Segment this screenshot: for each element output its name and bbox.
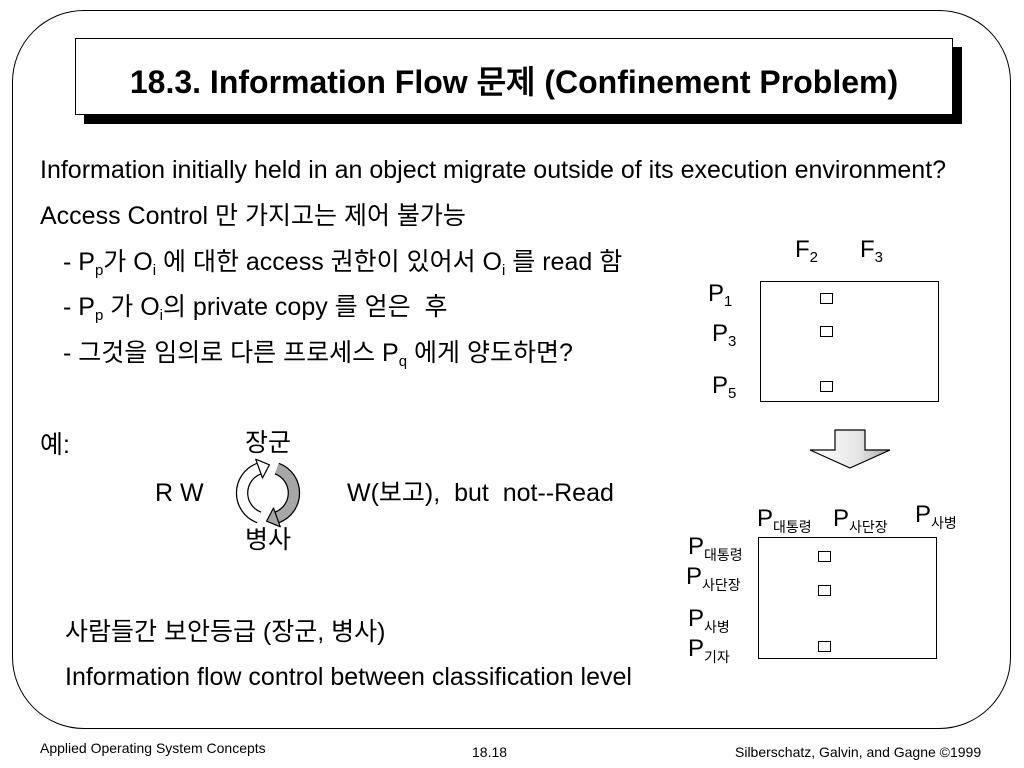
header-subscript: 3 <box>728 333 737 350</box>
step-text: 에 대한 access 권한이 있어서 O <box>156 248 502 276</box>
header-subscript: 2 <box>809 249 819 266</box>
security-levels-text: 사람들간 보안등급 (장군, 병사) <box>65 618 386 646</box>
down-arrow-icon <box>809 429 891 469</box>
header-subscript: 1 <box>724 293 733 310</box>
title-box: 18.3. Information Flow 문제 (Confinement P… <box>75 38 953 115</box>
matrix-column-header: P사병 <box>915 501 957 531</box>
matrix-row-header: P사단장 <box>686 563 741 593</box>
matrix-row-header: P기자 <box>688 635 730 665</box>
header-base: P <box>688 605 705 632</box>
footer-course: Applied Operating System Concepts <box>40 740 266 756</box>
header-subscript: 대통령 <box>773 519 812 535</box>
subscript: q <box>398 353 408 370</box>
header-base: P <box>688 533 705 560</box>
step-text: - P <box>63 293 95 321</box>
step-text: - 그것을 임의로 다른 프로세스 P <box>63 339 399 367</box>
right-rights-text: W(보고), but not--Read <box>347 479 614 507</box>
left-rights-label: R W <box>155 479 204 507</box>
cycle-arrow-left <box>235 458 271 524</box>
matrix-column-header: F3 <box>860 236 884 266</box>
matrix-row-header: P사병 <box>688 605 730 635</box>
cell-marker <box>818 585 831 596</box>
header-subscript: 5 <box>728 385 737 402</box>
cell-marker <box>820 381 833 392</box>
matrix-column-header: F2 <box>795 236 819 266</box>
header-base: P <box>686 563 703 590</box>
subscript: i <box>159 307 163 324</box>
cycle-arrows-icon <box>235 458 301 528</box>
subscript: i <box>152 262 157 279</box>
matrix-column-header: P대통령 <box>757 505 812 535</box>
header-subscript: 사단장 <box>702 577 741 593</box>
example-label-text: 예: <box>40 431 70 459</box>
footer-page-number: 18.18 <box>472 744 508 760</box>
access-control-text: Access Control 만 가지고는 제어 불가능 <box>40 202 466 230</box>
cell-marker <box>820 326 833 337</box>
header-base: P <box>915 501 932 528</box>
matrix-grid <box>758 537 937 659</box>
matrix-grid <box>760 281 939 402</box>
slide-title: 18.3. Information Flow 문제 (Confinement P… <box>129 64 899 100</box>
header-subscript: 사병 <box>931 515 957 531</box>
flow-control-text: Information flow control between classif… <box>65 663 632 691</box>
header-subscript: 사병 <box>704 619 730 635</box>
header-base: P <box>833 505 850 532</box>
step-text: 가 O <box>103 248 153 276</box>
header-subscript: 3 <box>874 249 884 266</box>
matrix-column-header: P사단장 <box>833 505 888 535</box>
header-subscript: 기자 <box>704 649 730 665</box>
cell-marker <box>818 641 831 652</box>
header-base: F <box>860 236 875 263</box>
right-rights-label: W(보고), but not--Read <box>347 479 614 507</box>
question-text: Information initially held in an object … <box>40 156 947 184</box>
step-text: - P <box>63 248 95 276</box>
step-transfer-line: - 그것을 임의로 다른 프로세스 Pq 에게 양도하면? <box>63 339 573 370</box>
step-copy-line: - Pp 가 Oi의 private copy 를 얻은 후 <box>63 293 448 324</box>
step-text: 를 read 함 <box>505 248 623 276</box>
matrix-row-header: P1 <box>708 280 733 310</box>
matrix-row-header: P5 <box>712 372 737 402</box>
cycle-arrow-right <box>265 462 301 528</box>
step-read-line: - Pp가 Oi 에 대한 access 권한이 있어서 Oi 를 read 함 <box>63 248 623 279</box>
step-text: 에게 양도하면? <box>407 339 573 367</box>
subscript: p <box>94 262 104 279</box>
security-levels-line: 사람들간 보안등급 (장군, 병사) <box>65 618 385 646</box>
lower-rank-label: 병사 <box>245 526 291 554</box>
header-subscript: 사단장 <box>849 519 888 535</box>
matrix-row-header: P3 <box>712 320 737 350</box>
upper-rank-label: 장군 <box>245 429 291 457</box>
matrix-row-header: P대통령 <box>688 533 743 563</box>
question-line: Information initially held in an object … <box>40 156 946 184</box>
header-base: P <box>708 280 725 307</box>
left-rights-text: R W <box>155 479 204 507</box>
header-base: F <box>795 236 810 263</box>
cell-marker <box>818 551 831 562</box>
cell-marker <box>820 293 833 304</box>
example-label: 예: <box>40 431 70 459</box>
upper-rank-text: 장군 <box>245 429 292 457</box>
header-base: P <box>757 505 774 532</box>
step-text: 가 O <box>103 293 160 321</box>
footer-credit: Silberschatz, Galvin, and Gagne ©1999 <box>735 744 982 760</box>
lower-rank-text: 병사 <box>245 526 292 554</box>
access-control-line: Access Control 만 가지고는 제어 불가능 <box>40 202 466 230</box>
header-base: P <box>712 320 729 347</box>
header-base: P <box>712 372 729 399</box>
subscript: p <box>94 307 104 324</box>
flow-control-line: Information flow control between classif… <box>65 663 632 691</box>
subscript: i <box>501 262 506 279</box>
slide-frame <box>12 10 1011 729</box>
header-base: P <box>688 635 705 662</box>
header-subscript: 대통령 <box>704 547 743 563</box>
step-text: 의 private copy 를 얻은 후 <box>162 293 448 321</box>
